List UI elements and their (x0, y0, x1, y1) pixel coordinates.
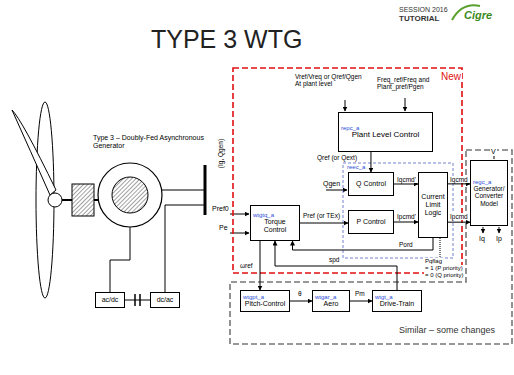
generator-stator (98, 163, 162, 227)
similar-region (230, 150, 512, 344)
signal-label: Qref (or Qext) (316, 154, 358, 161)
signal-label: spd (328, 256, 340, 263)
node-text: Plant Level Control (352, 131, 420, 140)
signal-connector (290, 301, 312, 302)
converter-box: dc/ac (150, 292, 180, 308)
node-text: dc/ac (157, 296, 174, 304)
reec-region (343, 163, 453, 258)
signal-connector (448, 222, 470, 223)
node-text: Torque Control (253, 218, 297, 233)
node-text: ac/dc (102, 296, 119, 304)
signal-name: (Ig, Qgen) (217, 138, 224, 169)
plant-input-label: Freq_ref/Freq and Plant_pref/Pgen (376, 76, 438, 90)
pitch-control-box: wtgpt_aPitch-Control (240, 290, 290, 312)
signal-connector (394, 184, 418, 185)
node-text: Q Control (356, 180, 386, 188)
signal-label: Pm (354, 290, 366, 297)
model-tag: wtgt_a (375, 294, 393, 300)
signal-connector (300, 223, 348, 224)
node-text: Similar – some changes (398, 326, 496, 336)
signal-label: Pref (or TEx) (302, 212, 341, 219)
converter-box: ac/dc (95, 292, 125, 308)
hub (48, 193, 62, 207)
grid-bus (204, 165, 207, 215)
flag-note: Pqflag (424, 258, 443, 265)
rotor-blade (12, 110, 56, 195)
signal-connector (275, 241, 397, 290)
signal-connector (350, 301, 372, 302)
node-text: P Control (356, 218, 385, 226)
plant-input-label: Vref/Vreq or Qref/Qgen At plant level (294, 73, 370, 87)
model-tag: regc_a (473, 179, 491, 185)
node-text: Generator/ Converter Model (473, 185, 505, 206)
model-tag: wtgtq_a (253, 212, 274, 218)
signal-name: Iq (478, 235, 486, 243)
signal-connector (370, 152, 371, 172)
node-text: Current Limit Logic (421, 193, 445, 216)
aero-box: wtgar_aAero (312, 290, 350, 312)
plant-control-box: repc_aPlant Level Control (338, 112, 433, 152)
flag-note: = 1 (P priority) (424, 265, 464, 272)
signal-label: Pord (398, 241, 414, 248)
new-region (233, 68, 462, 273)
signal-label: ωref (239, 262, 254, 269)
signal-label: θ (297, 290, 303, 297)
gearbox (72, 184, 94, 216)
signal-connector (394, 222, 418, 223)
signal-connector (448, 183, 470, 184)
signal-name: Pe (218, 224, 229, 232)
node-text: Aero (324, 300, 339, 308)
node-text: Pitch-Control (245, 300, 285, 308)
p-control-box: P Control (348, 210, 394, 234)
torque-control-box: wtgtq_aTorque Control (250, 205, 300, 241)
flag-note: = 0 (Q priority) (424, 272, 465, 279)
signal-name: V (490, 148, 497, 156)
signal-label: Iqcmd' (396, 176, 417, 183)
signal-label: Ipcmd (449, 213, 469, 220)
current-limit-box: Current Limit Logic (418, 172, 448, 238)
new-region: New repc_aPlant Level Control reec_a Q Cont… (233, 68, 462, 273)
generator-rotor (112, 177, 148, 213)
node-text: Drive-Train (380, 300, 414, 308)
signal-label: Ipcmd' (396, 213, 417, 220)
model-tag: wtgpt_a (243, 294, 264, 300)
node-text: reec_a (346, 164, 366, 171)
cigre-logo-text: Cigre (463, 9, 493, 21)
drive-train-box: wtgt_aDrive-Train (372, 290, 422, 312)
q-control-box: Q Control (348, 172, 394, 196)
similar-region: Similar – some changes wtgpt_aPitch-Contr… (230, 282, 512, 344)
signal-name: Pref0 (211, 205, 230, 213)
generator-converter-box: regc_aGenerator/ Converter Model (470, 160, 508, 226)
turbine-type-label: Type 3 – Doubly-Fed Asynchronous Generat… (92, 134, 214, 149)
signal-connector (260, 241, 261, 290)
tutorial-label: TUTORIAL (398, 15, 440, 24)
slide-title: TYPE 3 WTG (150, 26, 303, 54)
signal-label: Iqcmd (449, 176, 469, 183)
node-text: New (440, 71, 462, 82)
signal-connector (293, 238, 434, 250)
signal-name: Qgen (322, 180, 341, 188)
model-tag: wtgar_a (315, 294, 336, 300)
signal-name: Ip (495, 235, 503, 243)
session-label: SESSION 2016 (398, 6, 449, 14)
signal-connector (125, 300, 150, 301)
